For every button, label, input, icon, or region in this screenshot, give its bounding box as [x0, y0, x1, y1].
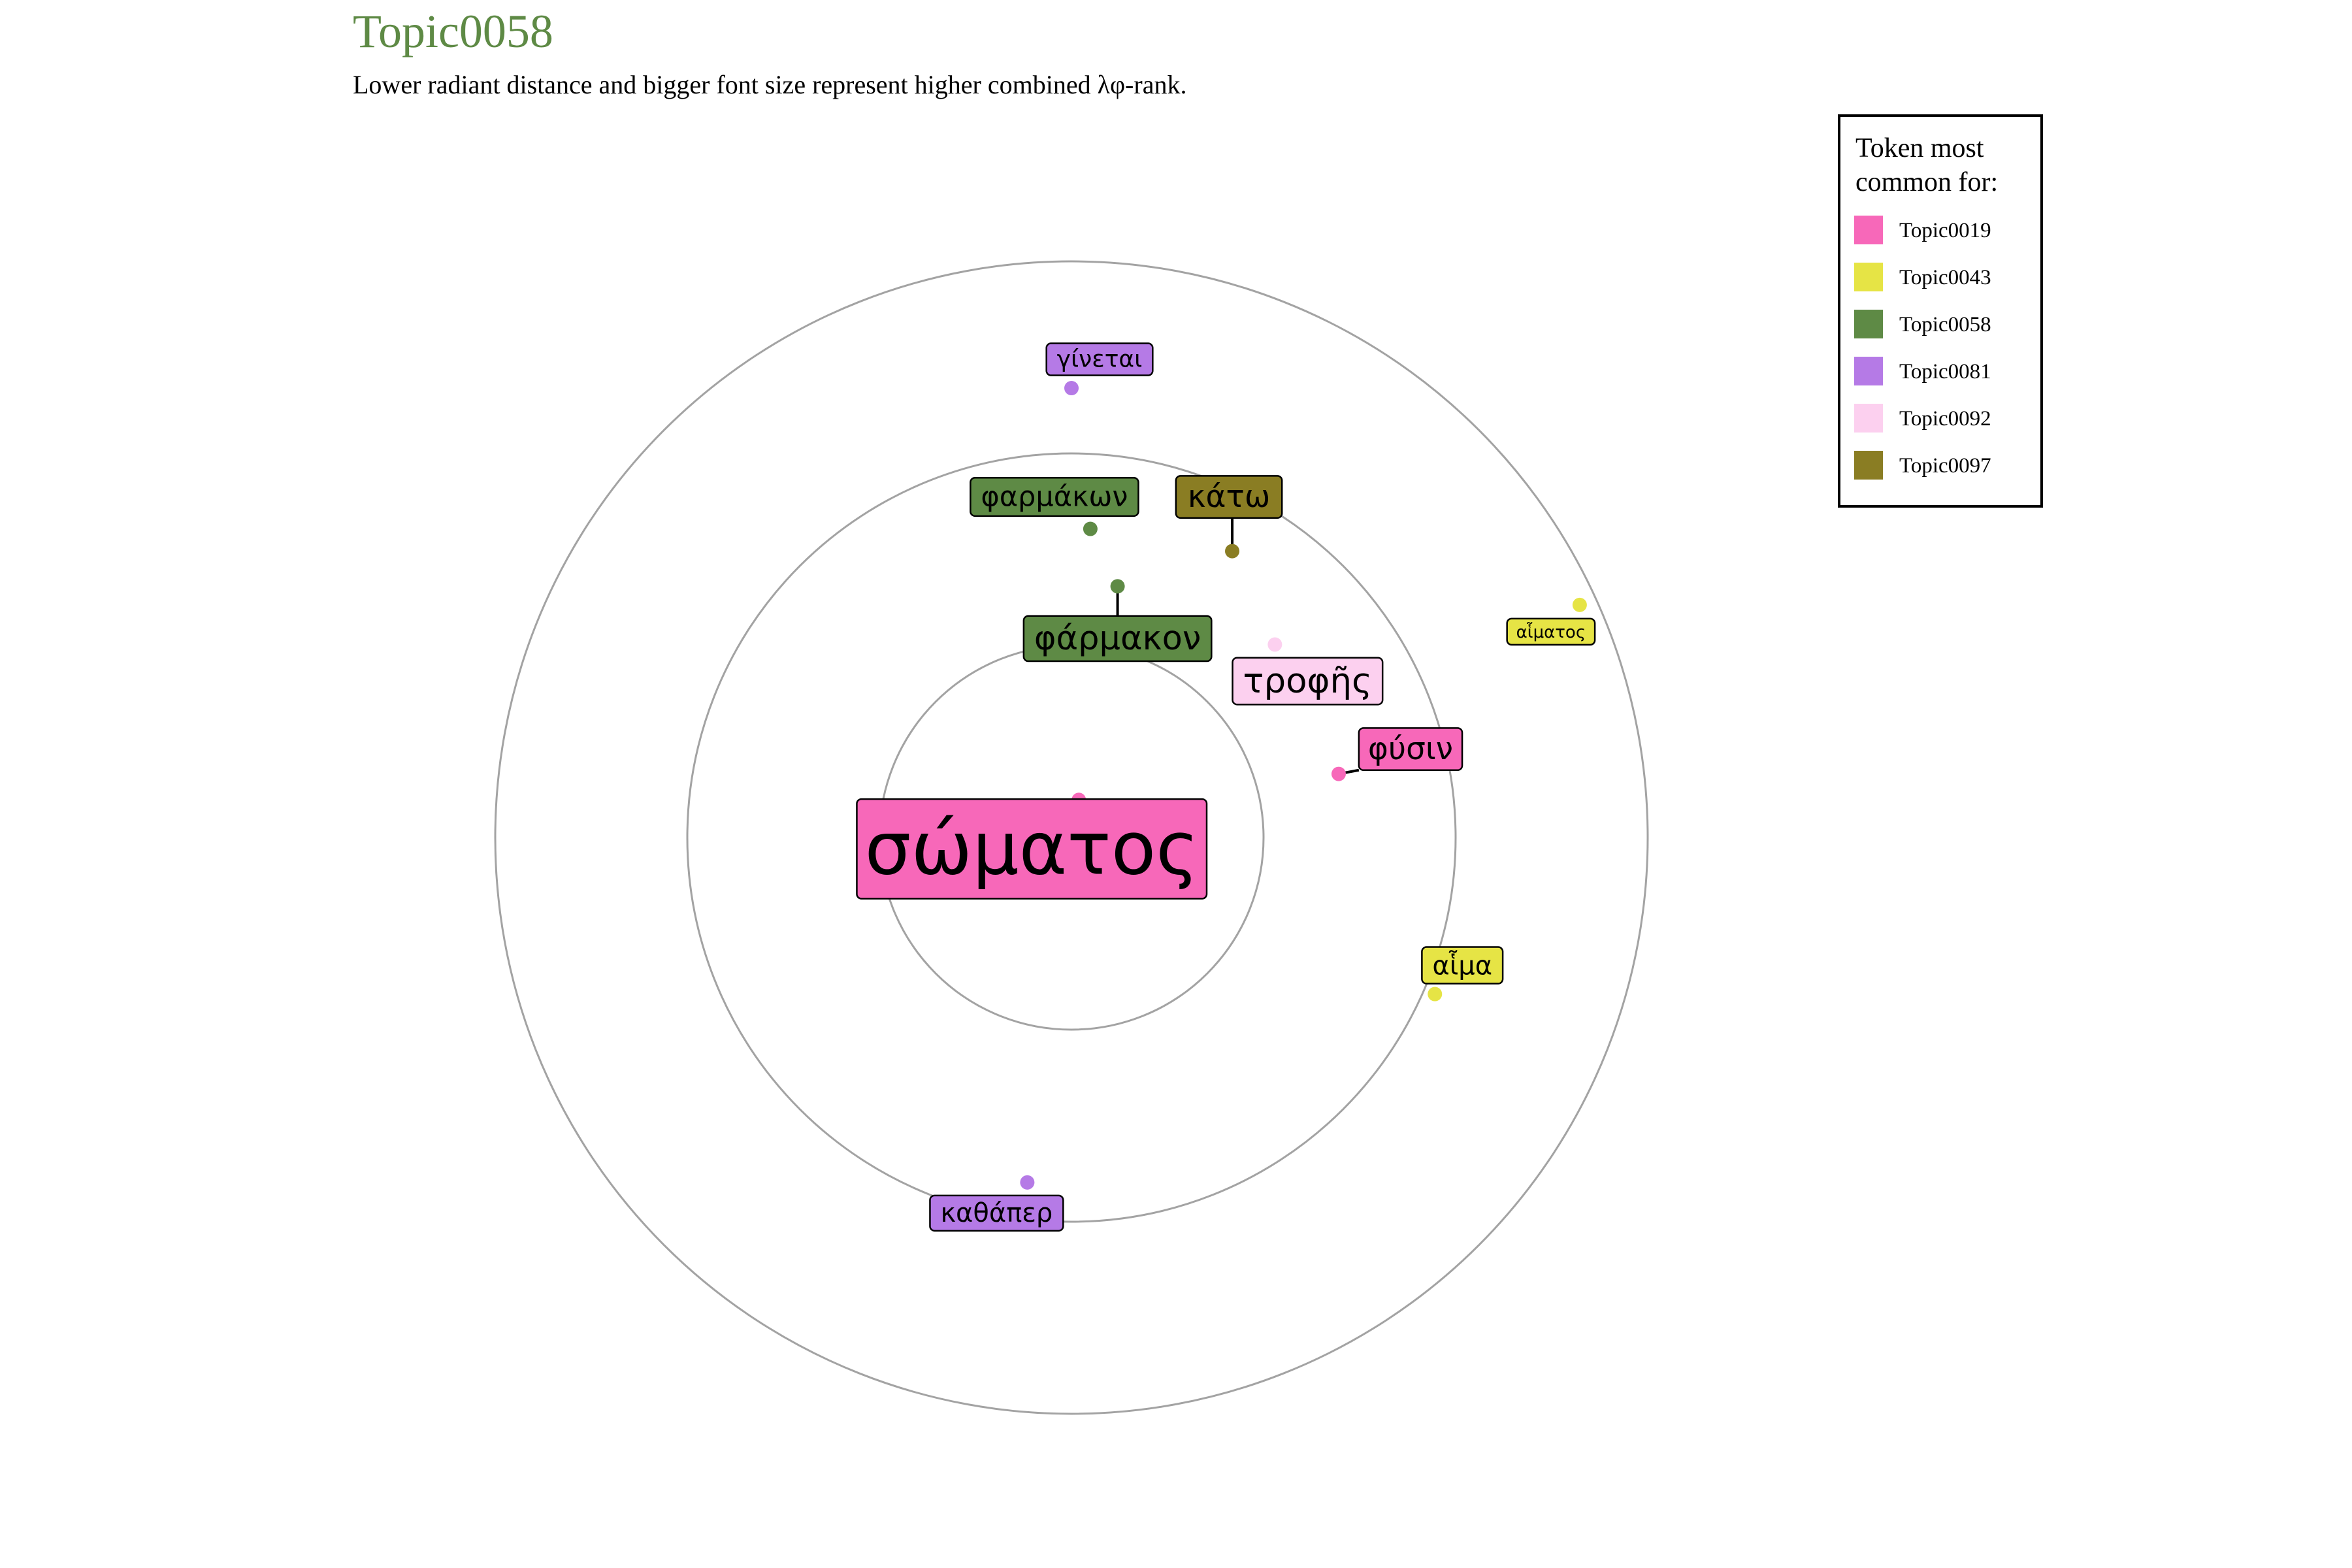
- token-label-box: [1232, 657, 1384, 706]
- token-label-text: φάρμακον: [1034, 619, 1201, 658]
- token-label-box: [1175, 475, 1283, 519]
- token-label-text: τροφῆς: [1243, 661, 1373, 701]
- point-8: [1020, 1175, 1035, 1190]
- token-label-6: φαρμάκων: [970, 476, 1139, 517]
- legend-label-topic0092: Topic0092: [1899, 407, 1991, 431]
- token-label-text: κάτω: [1188, 479, 1270, 515]
- legend-title: Token most common for:: [1855, 133, 1998, 197]
- token-label-4: φάρμακον: [1022, 615, 1213, 662]
- legend-swatch-topic0097: [1854, 451, 1883, 480]
- token-label-text: φύσιν: [1368, 731, 1453, 767]
- token-label-text: καθάπερ: [940, 1198, 1053, 1228]
- token-label-text: αἷμα: [1432, 950, 1492, 981]
- token-label-1: σώματος: [856, 798, 1208, 900]
- token-label-3: τροφῆς: [1232, 657, 1384, 706]
- token-label-text: σώματος: [864, 806, 1199, 891]
- token-label-box: [1045, 342, 1154, 376]
- token-label-box: [1022, 615, 1213, 662]
- token-label-text: φαρμάκων: [981, 481, 1128, 514]
- token-label-8: καθάπερ: [929, 1194, 1064, 1232]
- token-label-box: [1421, 946, 1504, 985]
- token-label-text: γίνεται: [1057, 346, 1143, 373]
- ring-2: [686, 452, 1457, 1223]
- point-10: [1572, 597, 1587, 612]
- point-9: [1064, 381, 1079, 396]
- token-label-box: [856, 798, 1208, 900]
- token-label-10: αἷματος: [1506, 617, 1596, 646]
- chart-title: Topic0058: [353, 5, 553, 57]
- legend-label-topic0043: Topic0043: [1899, 266, 1991, 289]
- legend-label-topic0019: Topic0019: [1899, 219, 1991, 242]
- legend-label-topic0081: Topic0081: [1899, 360, 1991, 384]
- token-points: [1020, 381, 1587, 1190]
- token-label-5: κάτω: [1175, 475, 1283, 519]
- legend-swatch-topic0019: [1854, 216, 1883, 244]
- legend-label-topic0097: Topic0097: [1899, 454, 1991, 478]
- token-labels: σώματος φύσιν τροφῆς φάρμακον κάτω φαρμάκων αἷ…: [856, 342, 1596, 1232]
- token-label-box: [1358, 727, 1463, 772]
- chart-subtitle: Lower radiant distance and bigger font s…: [353, 70, 1186, 99]
- token-label-box: [970, 476, 1139, 517]
- token-label-box: [929, 1194, 1064, 1232]
- point-5: [1225, 544, 1240, 559]
- legend-items: Topic0019Topic0043Topic0058Topic0081Topi…: [1854, 216, 1991, 480]
- point-3: [1267, 637, 1282, 652]
- legend-swatch-topic0092: [1854, 404, 1883, 433]
- point-2: [1331, 766, 1346, 781]
- token-label-9: γίνεται: [1045, 342, 1154, 376]
- point-6: [1083, 521, 1098, 536]
- legend-swatch-topic0081: [1854, 357, 1883, 385]
- point-4: [1110, 579, 1125, 594]
- token-label-box: [1506, 617, 1596, 646]
- legend: Token most common for: Topic0019Topic004…: [1838, 114, 2043, 508]
- legend-swatch-topic0058: [1854, 310, 1883, 338]
- point-7: [1428, 987, 1443, 1002]
- token-label-2: φύσιν: [1358, 727, 1463, 772]
- token-label-text: αἷματος: [1516, 621, 1586, 642]
- legend-swatch-topic0043: [1854, 263, 1883, 291]
- token-label-7: αἷμα: [1421, 946, 1504, 985]
- ring-3: [494, 260, 1649, 1415]
- legend-label-topic0058: Topic0058: [1899, 313, 1991, 336]
